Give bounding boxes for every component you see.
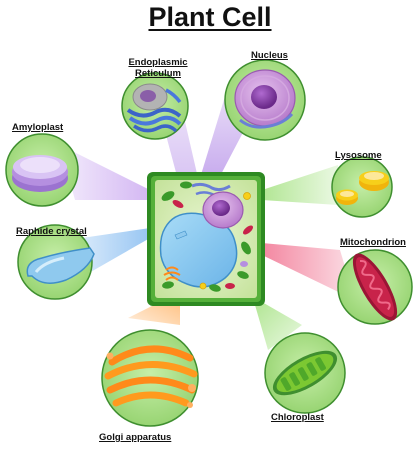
diagram-title: Plant Cell bbox=[148, 2, 272, 32]
label-lysosome: Lysosome bbox=[335, 150, 382, 161]
label-mitochondrion: Mitochondrion bbox=[340, 237, 406, 248]
chloroplast-circle bbox=[264, 332, 346, 414]
amyloplast-circle bbox=[5, 133, 79, 207]
label-er-line2: Reticulum bbox=[135, 68, 181, 79]
plant-cell bbox=[147, 172, 265, 306]
label-er-line1: Endoplasmic bbox=[128, 57, 188, 68]
label-raphide-crystal: Raphide crystal bbox=[16, 226, 87, 237]
raphide-crystal-circle bbox=[17, 224, 95, 300]
label-chloroplast: Chloroplast bbox=[271, 412, 324, 423]
label-nucleus: Nucleus bbox=[251, 50, 288, 61]
label-endoplasmic-reticulum: Endoplasmic Reticulum bbox=[128, 57, 188, 79]
nucleus-circle bbox=[224, 59, 306, 141]
cell-nucleolus bbox=[212, 200, 230, 216]
label-golgi-apparatus: Golgi apparatus bbox=[99, 432, 172, 443]
label-amyloplast: Amyloplast bbox=[12, 122, 64, 133]
lysosome-circle bbox=[331, 156, 393, 218]
golgi-circle bbox=[101, 329, 199, 427]
mitochondrion-circle bbox=[337, 249, 413, 325]
er-circle bbox=[121, 72, 189, 140]
vacuole bbox=[159, 212, 238, 288]
